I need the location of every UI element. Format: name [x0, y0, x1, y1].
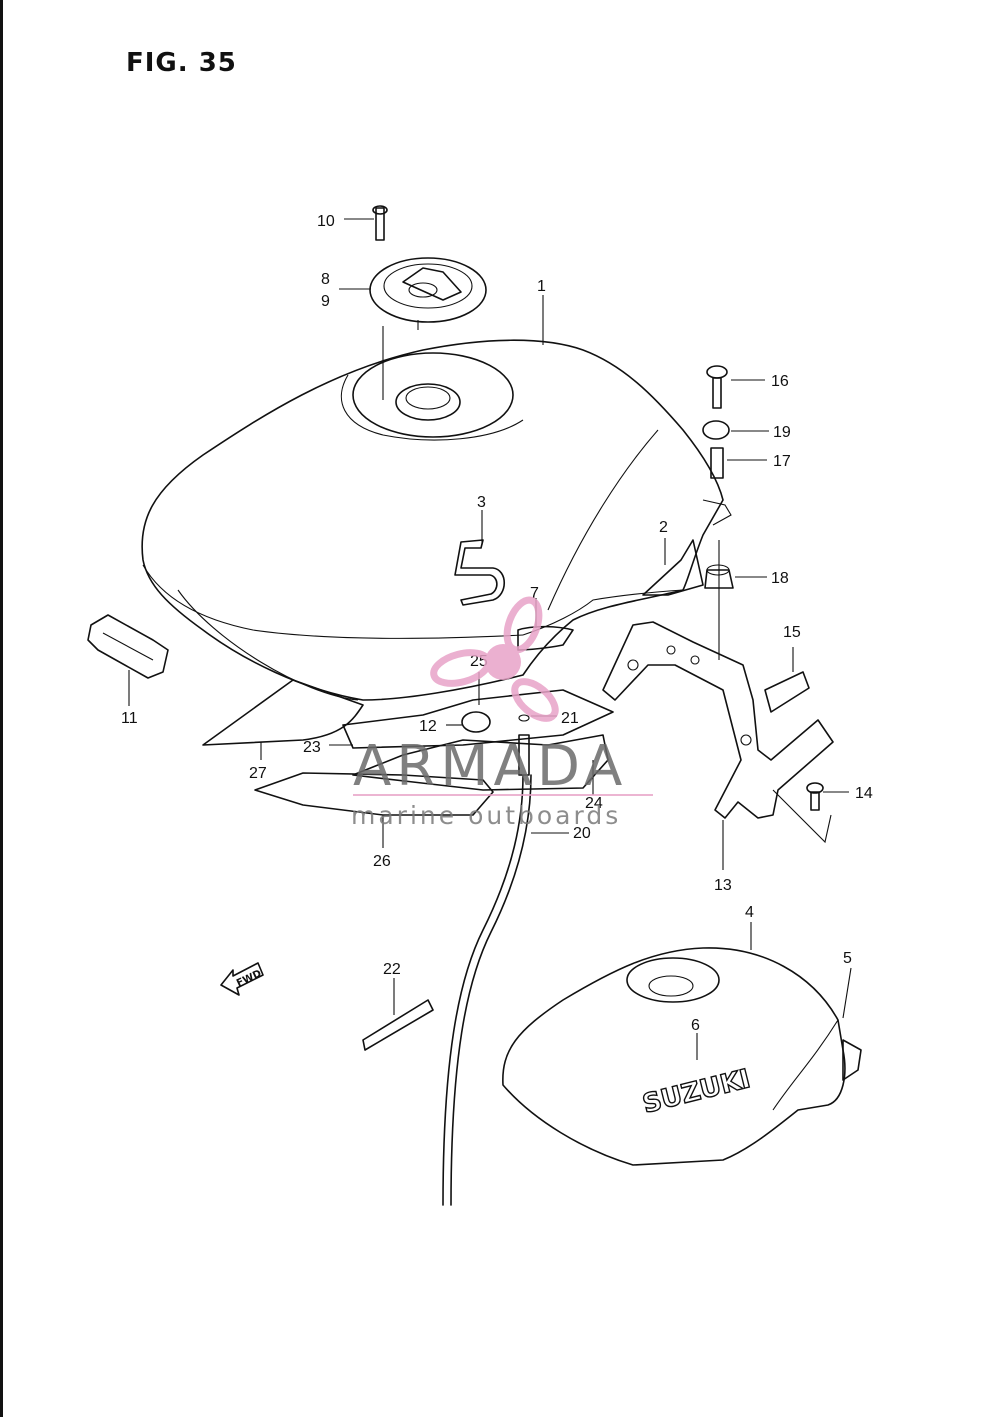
callout-4: 4 [745, 904, 754, 921]
callout-1: 1 [537, 278, 546, 295]
callout-16: 16 [771, 373, 789, 390]
leader-lines [260, 218, 852, 1060]
callout-13: 13 [714, 877, 732, 894]
callout-6: 6 [691, 1017, 700, 1034]
callout-10: 10 [317, 213, 335, 230]
callout-7: 7 [530, 585, 539, 602]
callout-19: 19 [773, 424, 791, 441]
figure-title: FIG. 35 [126, 48, 237, 78]
callout-22: 22 [383, 961, 401, 978]
callout-23: 23 [303, 739, 321, 756]
fuel-tank-cover: SUZUKI [502, 947, 862, 1166]
callout-27: 27 [249, 765, 267, 782]
callout-8: 8 [321, 271, 330, 288]
callout-15: 15 [783, 624, 801, 641]
callout-3: 3 [477, 494, 486, 511]
fwd-arrow-icon: FWD [220, 962, 264, 996]
callout-9: 9 [321, 293, 330, 310]
callout-20: 20 [573, 825, 591, 842]
watermark-brand: ARMADA [353, 734, 627, 799]
tank-branding-text: SUZUKI [640, 1064, 754, 1120]
callout-11: 11 [121, 710, 138, 727]
callout-labels: 10 8 9 1 3 2 7 25 16 19 17 18 15 11 12 2… [121, 213, 873, 1034]
fuel-cap-assembly [369, 205, 487, 400]
watermark-tagline: marine outboards [351, 801, 621, 830]
retaining-strap-part [362, 978, 434, 1051]
fuel-tank-main [141, 339, 732, 1206]
watermark: ARMADA marine outboards [351, 596, 653, 830]
callout-14: 14 [855, 785, 873, 802]
propeller-logo-icon [430, 596, 559, 722]
clip-part [87, 614, 169, 706]
callout-18: 18 [771, 570, 789, 587]
tank-bracket-assembly [602, 365, 834, 844]
callout-12: 12 [419, 718, 437, 735]
fuel-tank-exploded-diagram: SUZUKI FWD [87, 205, 873, 1206]
callout-26: 26 [373, 853, 391, 870]
callout-24: 24 [585, 795, 603, 812]
callout-17: 17 [773, 453, 791, 470]
callout-5: 5 [843, 950, 852, 967]
callout-21: 21 [561, 710, 579, 727]
fwd-label: FWD [235, 968, 263, 989]
callout-2: 2 [659, 519, 668, 536]
